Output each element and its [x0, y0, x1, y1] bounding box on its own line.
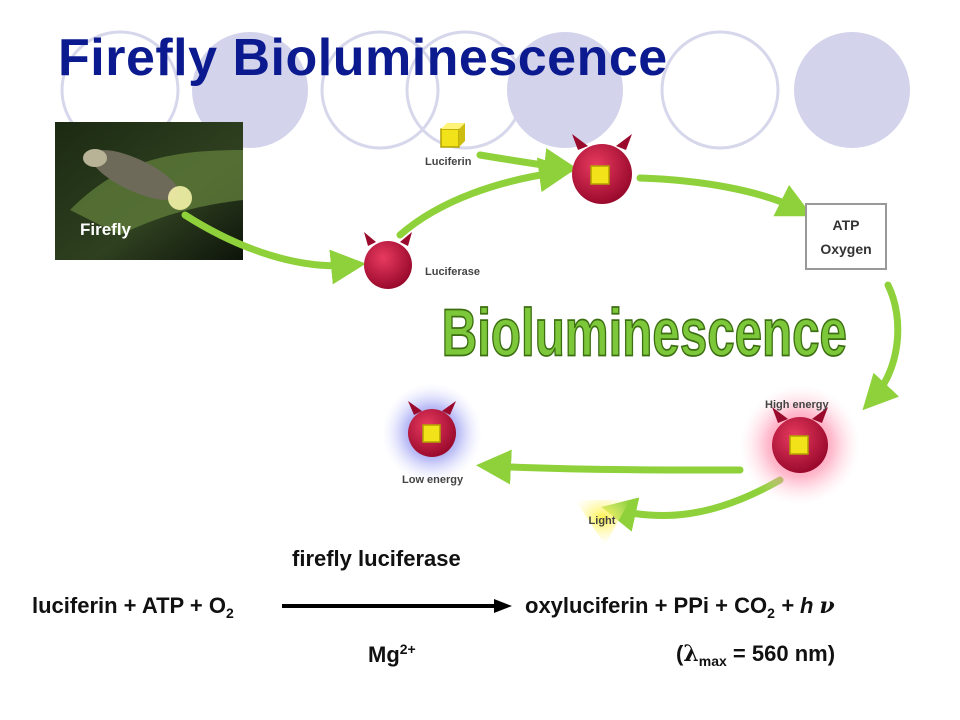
oxygen-label: Oxygen — [820, 241, 871, 257]
arrow-firefly-to-luciferase — [181, 211, 366, 285]
firefly-photo: Firefly — [55, 122, 243, 260]
cofactor-text: Mg — [368, 642, 400, 667]
reactants-subscript: 2 — [225, 605, 234, 621]
cofactor: Mg2+ — [368, 641, 416, 668]
high-energy-horn-left — [772, 407, 788, 423]
enzyme-horn-left — [364, 232, 376, 246]
firefly-body — [90, 150, 180, 200]
low-energy-horn-right — [442, 401, 456, 415]
luciferin-cube-side — [459, 123, 465, 147]
bioluminescence-center-label: Bioluminescence — [442, 296, 847, 370]
arrow-to-light — [601, 476, 784, 532]
arrow-high-to-low-energy — [476, 449, 744, 485]
firefly-label: Firefly — [80, 220, 132, 239]
firefly-glow — [168, 186, 192, 210]
complex-horn-left — [572, 134, 588, 150]
firefly-head — [83, 149, 107, 167]
reaction-arrow-head — [494, 599, 512, 613]
high-energy-label: High energy — [765, 399, 829, 411]
high-energy-complex: High energy — [740, 385, 860, 505]
arrow-luciferase-to-complex — [396, 157, 574, 239]
luciferin-label: Luciferin — [425, 156, 472, 168]
decor-circle — [660, 30, 780, 150]
high-energy-cube-icon — [789, 435, 809, 455]
luciferase-enzyme: Luciferase — [364, 232, 480, 289]
luciferin-substrate: Luciferin — [425, 123, 472, 168]
light-emission: Light — [575, 500, 630, 545]
nu-symbol: ν — [819, 593, 835, 619]
atp-oxygen-box: ATP Oxygen — [805, 203, 887, 270]
cofactor-superscript: 2+ — [399, 641, 416, 657]
lambda-open-paren: ( — [676, 641, 684, 666]
complex-substrate-cube-icon — [590, 165, 610, 185]
decor-circles — [60, 30, 910, 150]
luciferase-enzyme-icon — [364, 241, 412, 289]
lambda-subscript: max — [698, 653, 727, 669]
luciferase-label: Luciferase — [425, 266, 480, 278]
high-energy-horn-right — [812, 407, 828, 423]
decor-circle — [192, 32, 308, 148]
arrow-luciferin-to-complex — [476, 148, 579, 183]
low-energy-cube-icon — [422, 424, 441, 443]
reaction-arrow-icon — [282, 599, 512, 613]
decor-circle — [507, 32, 623, 148]
complex-horn-right — [616, 134, 632, 150]
lambda-value: = 560 nm) — [726, 641, 836, 666]
light-label: Light — [589, 515, 616, 527]
enzyme-label: firefly luciferase — [292, 546, 461, 571]
cycle-arrows — [181, 148, 902, 532]
reactants-text: luciferin + ATP + O — [32, 593, 226, 618]
atp-label: ATP — [833, 217, 860, 233]
light-glow-icon — [575, 500, 630, 545]
lambda-max: (λmax = 560 nm) — [676, 641, 835, 669]
luciferin-cube-top — [441, 123, 465, 129]
decor-circle — [320, 30, 440, 150]
reactants: luciferin + ATP + O2 — [32, 593, 234, 621]
slide-title: Firefly Bioluminescence — [58, 29, 668, 87]
low-energy-horn-left — [408, 401, 422, 415]
arrow-atp-to-high-energy — [862, 281, 902, 411]
lambda-symbol: λ — [683, 641, 699, 667]
arrow-complex-to-atp — [636, 174, 813, 217]
low-energy-complex: Low energy — [382, 383, 482, 486]
enzyme-horn-right — [400, 232, 412, 246]
decor-circle — [794, 32, 910, 148]
enzyme-substrate-complex — [572, 134, 632, 204]
atp-oxygen-panel — [805, 203, 887, 270]
products-text-hv: + h — [774, 593, 814, 618]
products-text: oxyluciferin + PPi + CO — [525, 593, 768, 618]
luciferin-cube-icon — [440, 128, 460, 148]
products-subscript: 2 — [767, 605, 775, 621]
low-energy-label: Low energy — [402, 474, 464, 486]
